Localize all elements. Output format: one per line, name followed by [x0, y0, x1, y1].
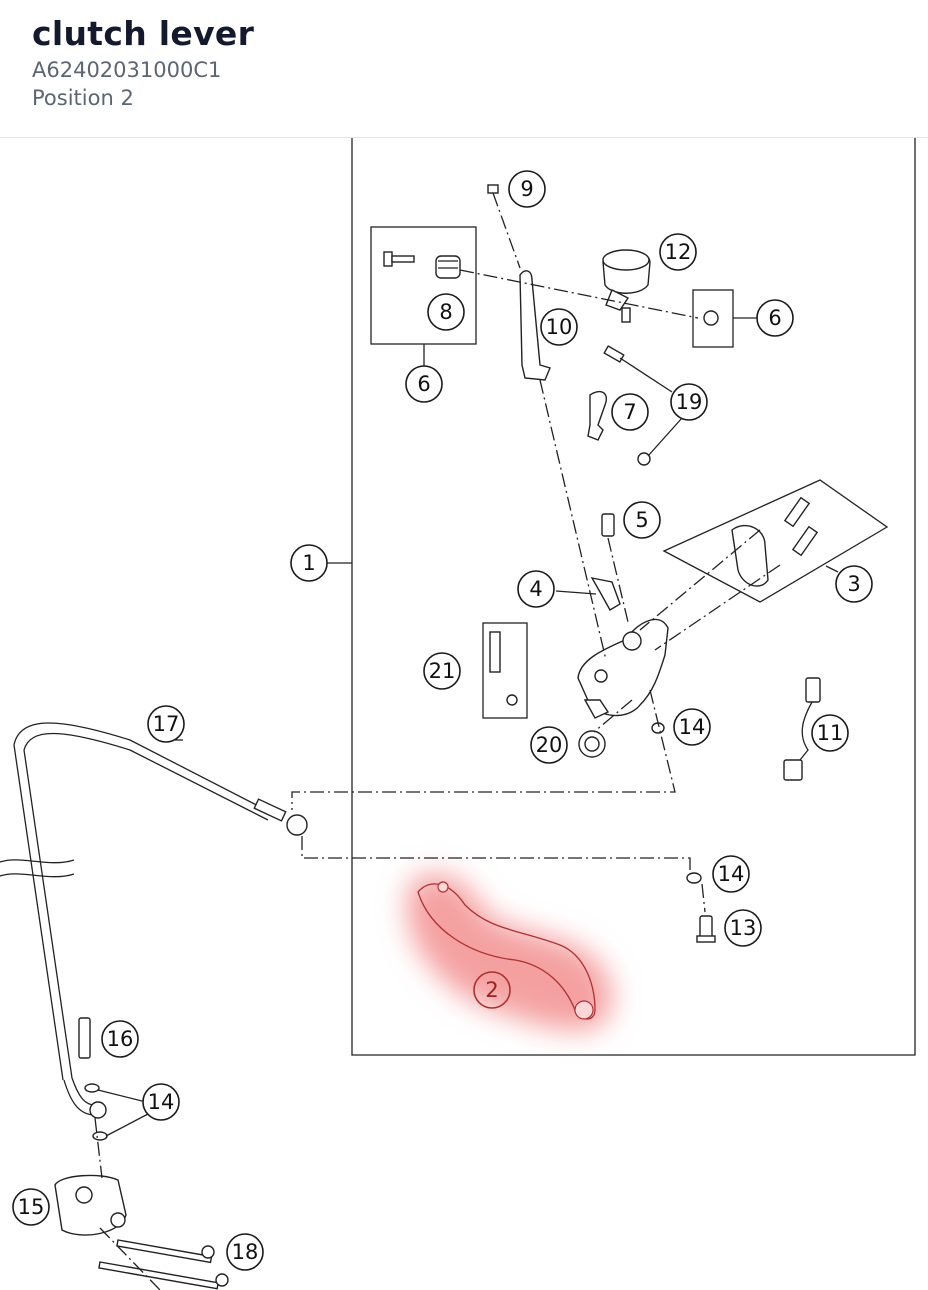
svg-text:17: 17	[153, 712, 180, 736]
hose-part	[587, 390, 607, 441]
assembly-frame	[351, 138, 916, 1056]
callout-15[interactable]: 15	[12, 1188, 50, 1226]
svg-text:15: 15	[18, 1195, 45, 1219]
bracket-part	[519, 270, 551, 381]
bolt-5	[601, 513, 615, 537]
svg-text:4: 4	[529, 577, 542, 601]
callout-8[interactable]: 8	[427, 293, 465, 331]
svg-text:16: 16	[107, 1027, 134, 1051]
svg-text:9: 9	[520, 177, 533, 201]
callout-19[interactable]: 19	[670, 383, 708, 421]
callout-7[interactable]: 7	[611, 393, 649, 431]
callout-16[interactable]: 16	[101, 1020, 139, 1058]
callout-14-lower[interactable]: 14	[142, 1083, 180, 1121]
header: clutch lever A62402031000C1 Position 2	[0, 0, 928, 138]
callout-21[interactable]: 21	[423, 652, 461, 690]
svg-text:6: 6	[417, 372, 430, 396]
clutch-lever-highlight[interactable]	[407, 873, 613, 1031]
callout-5[interactable]: 5	[623, 501, 661, 539]
callout-20[interactable]: 20	[530, 726, 568, 764]
svg-text:7: 7	[623, 400, 636, 424]
sensor-part	[783, 677, 821, 781]
svg-text:6: 6	[768, 306, 781, 330]
svg-text:20: 20	[536, 733, 563, 757]
callout-14-cylinder[interactable]: 14	[673, 708, 711, 746]
svg-text:14: 14	[148, 1090, 175, 1114]
callout-2-highlighted[interactable]: 2	[473, 971, 511, 1009]
page-title: clutch lever	[32, 14, 255, 53]
svg-text:1: 1	[302, 551, 315, 575]
reservoir-part	[602, 249, 651, 323]
screw-9	[487, 184, 499, 194]
svg-text:13: 13	[730, 916, 757, 940]
svg-text:10: 10	[546, 315, 573, 339]
callout-6-left[interactable]: 6	[405, 365, 443, 403]
svg-text:3: 3	[847, 572, 860, 596]
banjo-upper	[286, 814, 308, 836]
callout-12[interactable]: 12	[659, 233, 697, 271]
svg-text:8: 8	[439, 300, 452, 324]
callout-4[interactable]: 4	[517, 570, 555, 608]
svg-text:5: 5	[635, 508, 648, 532]
part-code: A62402031000C1	[32, 58, 222, 82]
svg-text:11: 11	[817, 721, 844, 745]
svg-text:21: 21	[429, 659, 456, 683]
position-label: Position 2	[32, 86, 134, 110]
svg-text:12: 12	[665, 240, 692, 264]
callout-3[interactable]: 3	[835, 565, 873, 603]
callout-13[interactable]: 13	[724, 909, 762, 947]
clamp-plane	[662, 479, 889, 603]
piston-part	[383, 251, 461, 279]
svg-text:19: 19	[676, 390, 703, 414]
master-cylinder-body	[577, 618, 669, 719]
callout-11[interactable]: 11	[811, 714, 849, 752]
callout-1[interactable]: 1	[290, 544, 328, 582]
fitting-4	[590, 577, 621, 611]
seal-kit-box	[370, 226, 477, 345]
svg-text:18: 18	[232, 1240, 259, 1264]
callout-9[interactable]: 9	[508, 170, 546, 208]
svg-text:2: 2	[485, 978, 498, 1002]
pin-kit-box	[482, 622, 528, 719]
callout-10[interactable]: 10	[540, 308, 578, 346]
callout-17[interactable]: 17	[147, 705, 185, 743]
svg-text:14: 14	[679, 715, 706, 739]
callout-6-right[interactable]: 6	[756, 299, 794, 337]
callout-18[interactable]: 18	[226, 1233, 264, 1271]
svg-text:14: 14	[718, 862, 745, 886]
slave-cylinder	[54, 1174, 229, 1290]
callout-14-bolt[interactable]: 14	[712, 855, 750, 893]
